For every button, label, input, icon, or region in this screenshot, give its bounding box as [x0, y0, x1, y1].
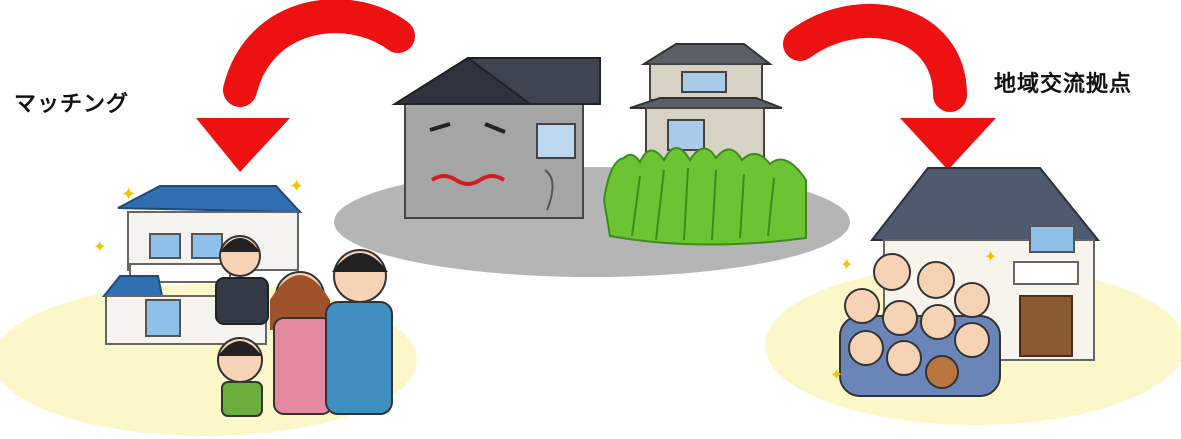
left-arrow — [196, 16, 398, 172]
overgrown-grass — [604, 148, 806, 245]
community-hub-label: 地域交流拠点 — [994, 66, 1132, 98]
svg-text:✦: ✦ — [840, 255, 853, 274]
right-arrow — [800, 21, 996, 170]
svg-text:✦: ✦ — [830, 365, 843, 384]
matching-label: マッチング — [14, 86, 129, 118]
svg-text:✦: ✦ — [121, 184, 136, 205]
svg-text:✦: ✦ — [93, 237, 106, 256]
svg-text:✦: ✦ — [984, 247, 997, 266]
abandoned-house — [395, 58, 600, 218]
svg-text:✦: ✦ — [289, 176, 304, 197]
